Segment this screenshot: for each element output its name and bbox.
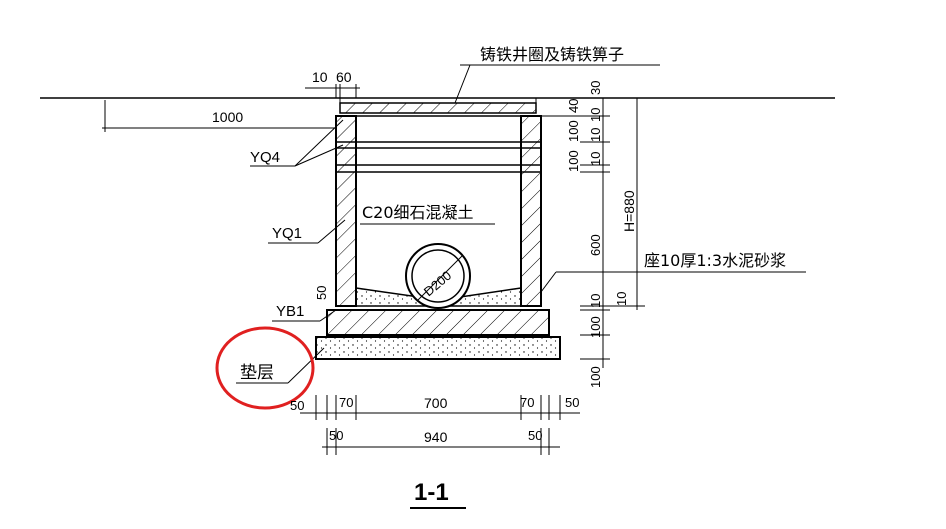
dim-b50d: 50 <box>528 428 542 443</box>
dim-r100d: 100 <box>588 366 603 388</box>
dim-r30: 30 <box>588 81 603 95</box>
cast-iron-grate <box>339 102 537 114</box>
dim-b940: 940 <box>424 429 448 445</box>
dim-h880: H=880 <box>621 190 637 232</box>
label-concrete: C20细石混凝土 <box>362 203 474 222</box>
section-title: 1-1 <box>414 479 449 506</box>
highlight-circle <box>215 326 315 410</box>
cushion-layer <box>315 336 561 360</box>
dim-r100a: 100 <box>566 120 581 142</box>
dim-r100c: 100 <box>588 316 603 338</box>
dim-b70b: 70 <box>520 395 534 410</box>
pipe-inner <box>411 249 465 303</box>
dim-b50a: 50 <box>290 398 304 413</box>
dim-r10c: 10 <box>588 152 603 166</box>
dim-top-10: 10 <box>312 69 328 85</box>
right-wall <box>520 115 542 307</box>
dim-r10a: 10 <box>588 108 603 122</box>
dim-r10d: 10 <box>588 294 603 308</box>
dim-b70a: 70 <box>339 395 353 410</box>
dim-r40: 40 <box>566 99 581 113</box>
dim-b50c: 50 <box>329 428 343 443</box>
dim-1000: 1000 <box>212 109 243 125</box>
label-cushion: 垫层 <box>240 363 274 383</box>
left-wall <box>335 115 357 307</box>
dim-b700: 700 <box>424 395 448 411</box>
base-slab-yb1 <box>326 309 550 336</box>
dim-r100b: 100 <box>566 150 581 172</box>
dim-r600: 600 <box>588 234 603 256</box>
label-yb1: YB1 <box>276 303 304 320</box>
label-yq1: YQ1 <box>272 225 302 242</box>
dim-r10b: 10 <box>588 128 603 142</box>
label-mortar: 座10厚1:3水泥砂浆 <box>644 251 786 270</box>
dim-b50b: 50 <box>565 395 579 410</box>
dim-top-60: 60 <box>336 69 352 85</box>
dim-50-left: 50 <box>314 286 329 300</box>
label-grate: 铸铁井圈及铸铁箅子 <box>480 45 624 64</box>
dim-r10e: 10 <box>614 292 629 306</box>
label-yq4: YQ4 <box>250 149 280 166</box>
